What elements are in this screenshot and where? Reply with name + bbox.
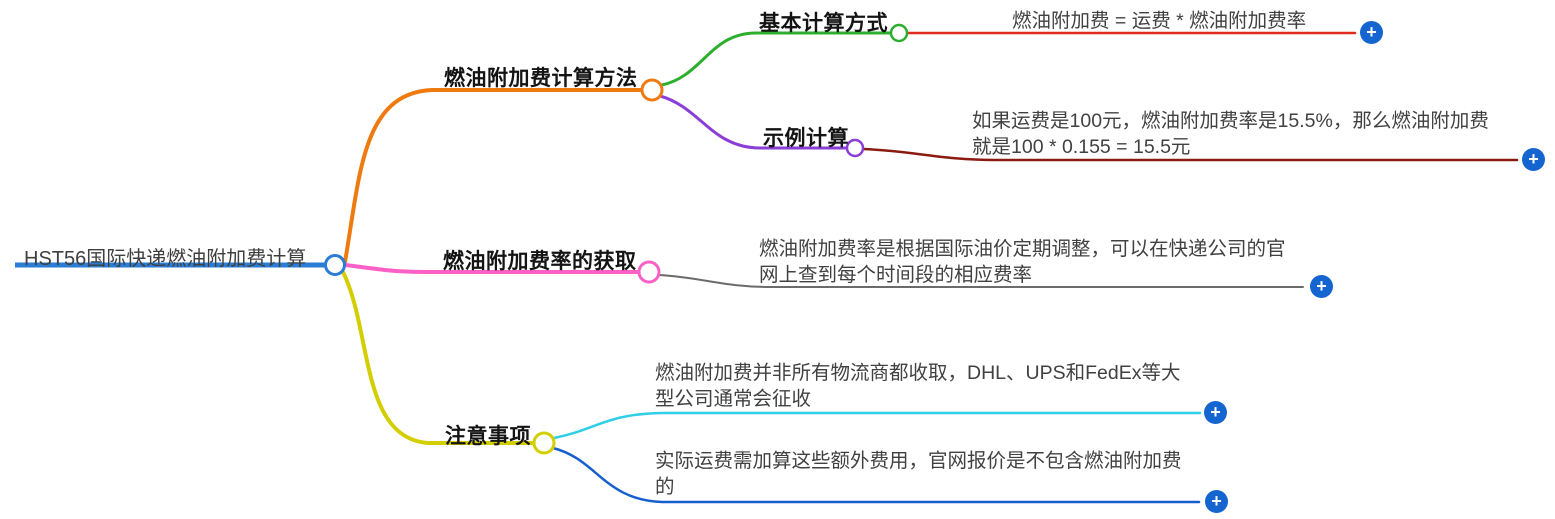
connector-content-actual-cost (551, 446, 1201, 504)
add-node-button-actual-cost[interactable]: + (1205, 490, 1228, 513)
plus-icon: + (1211, 490, 1222, 511)
plus-icon: + (1366, 21, 1377, 42)
connector-branch-notes (341, 270, 535, 445)
plus-icon: + (1316, 275, 1327, 296)
connector-branch-calc-method (343, 88, 644, 264)
calc-method-node-handle[interactable] (640, 78, 664, 102)
leaf-example-content[interactable]: 如果运费是100元，燃油附加费率是15.5%，那么燃油附加费就是100 * 0.… (972, 110, 1489, 158)
branch-rate-lookup-label[interactable]: 燃油附加费率的获取 (443, 250, 637, 273)
notes-actual-cost-content[interactable]: 实际运费需加算这些额外费用，官网报价是不包含燃油附加费的 (655, 450, 1182, 498)
leaf-basic-formula-label[interactable]: 基本计算方式 (759, 12, 888, 35)
add-node-button-example[interactable]: + (1522, 148, 1545, 171)
connector-content-example (861, 147, 1519, 162)
connector-leaf-basic-formula (660, 31, 892, 87)
plus-icon: + (1528, 148, 1539, 169)
root-node-handle[interactable] (324, 254, 346, 276)
notes-node-handle[interactable] (532, 431, 556, 455)
connector-leaf-example (658, 94, 848, 150)
add-node-button-basic-formula[interactable]: + (1360, 21, 1383, 44)
rate-lookup-node-handle[interactable] (637, 260, 661, 284)
leaf-basic-formula-content[interactable]: 燃油附加费 = 运费 * 燃油附加费率 (1012, 10, 1307, 32)
leaf-example-label[interactable]: 示例计算 (763, 127, 849, 150)
branch-rate-lookup-content[interactable]: 燃油附加费率是根据国际油价定期调整，可以在快递公司的官网上查到每个时间段的相应费… (759, 238, 1286, 286)
branch-calc-method-label[interactable]: 燃油附加费计算方法 (444, 67, 638, 90)
basic-formula-node-handle[interactable] (889, 23, 909, 43)
branch-notes-label[interactable]: 注意事项 (445, 425, 531, 448)
plus-icon: + (1210, 401, 1221, 422)
connector-branch-rate-lookup (344, 263, 640, 274)
add-node-button-rate-lookup[interactable]: + (1310, 275, 1333, 298)
connector-content-surcharge-carriers (552, 411, 1202, 440)
example-node-handle[interactable] (845, 138, 865, 158)
add-node-button-surcharge-carriers[interactable]: + (1204, 401, 1227, 424)
notes-surcharge-carriers-content[interactable]: 燃油附加费并非所有物流商都收取，DHL、UPS和FedEx等大型公司通常会征收 (655, 362, 1181, 410)
connector-content-rate-lookup (659, 274, 1304, 288)
root-node-label[interactable]: HST56国际快递燃油附加费计算 (24, 248, 307, 270)
